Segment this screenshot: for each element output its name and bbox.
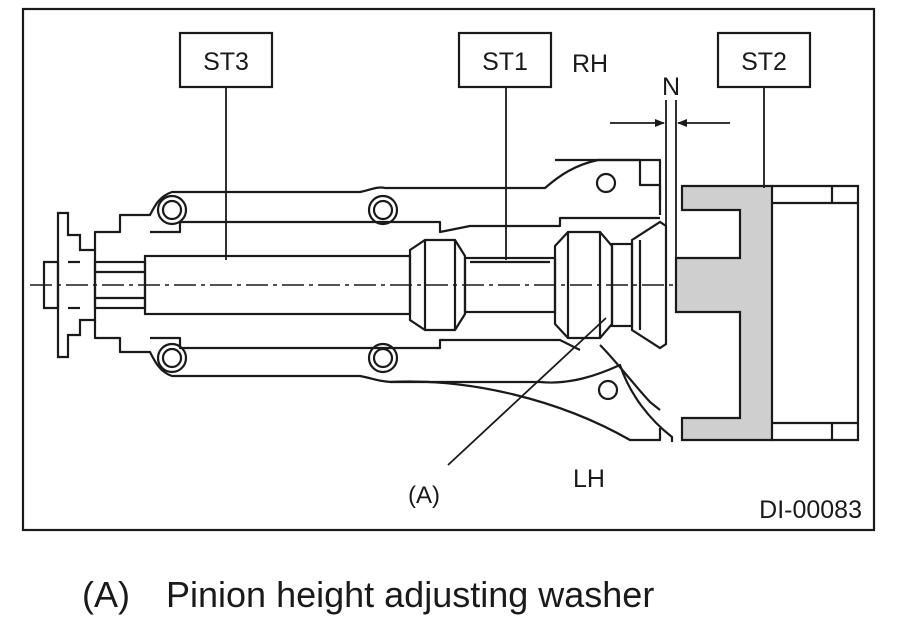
leader-lines: [225, 88, 765, 466]
caption-text: Pinion height adjusting washer: [166, 574, 655, 615]
st3-label-box: ST3: [178, 31, 274, 89]
lh-label: LH: [573, 465, 605, 493]
st2-label-box: ST2: [716, 31, 812, 89]
bolt-hole-5: [372, 347, 394, 369]
companion-flange: [42, 211, 97, 359]
n-label: N: [662, 73, 680, 101]
st2-label: ST2: [741, 48, 787, 76]
carrier-housing: [93, 158, 674, 442]
caption: (A) Pinion height adjusting washer: [82, 574, 654, 616]
figure-id-label: DI-00083: [759, 496, 862, 524]
gauge-st2: [674, 184, 860, 442]
bolt-hole-6: [597, 379, 619, 401]
figure-frame: [21, 7, 876, 532]
st1-label: ST1: [482, 48, 528, 76]
rh-label: RH: [572, 50, 608, 78]
bolt-hole-1: [161, 199, 183, 221]
bolt-hole-3: [595, 172, 617, 194]
caption-key: (A): [82, 574, 130, 615]
st3-label: ST3: [203, 48, 249, 76]
a-label: (A): [408, 482, 440, 509]
pinion-head: [610, 220, 668, 350]
bolt-hole-4: [161, 347, 183, 369]
bolt-hole-2: [372, 199, 394, 221]
clearance-n-dimension: [610, 100, 730, 258]
st1-label-box: ST1: [457, 31, 553, 89]
